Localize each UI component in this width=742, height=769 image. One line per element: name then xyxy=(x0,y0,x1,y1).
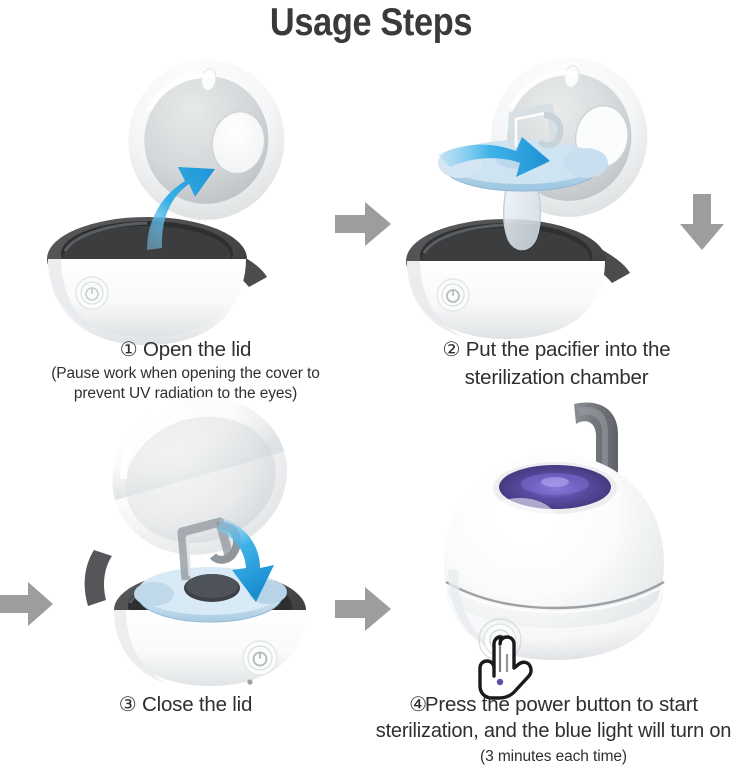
step-3-number: ③ xyxy=(118,694,137,716)
step-4-illustration xyxy=(408,392,708,700)
step-2-title-part-2: sterilization chamber xyxy=(464,366,649,390)
step-4-number: ④ xyxy=(409,694,427,716)
step-1-title-line: ① Open the lid xyxy=(0,337,371,362)
action-arrow-close-lid xyxy=(216,518,274,602)
step-3-title-line: ③ Close the lid xyxy=(0,692,371,717)
step-2-caption: ② Put the pacifier into the sterilizatio… xyxy=(371,337,742,390)
sterilizer-lid-open-figure xyxy=(47,60,285,345)
step-4-note-line-1: (3 minutes each time) xyxy=(480,747,627,765)
action-arrow-open-lid xyxy=(147,167,215,250)
step-1-title: Open the lid xyxy=(143,338,252,361)
step-4-title-part-2: sterilization, and the blue light will t… xyxy=(375,720,732,743)
pacifier-in-chamber xyxy=(134,517,287,623)
step-4-caption: ④Press the power button to start sterili… xyxy=(365,692,742,767)
step-4-title-line-1: ④Press the power button to start xyxy=(365,692,742,717)
sterilizer-uv-on-figure xyxy=(444,402,665,700)
step-2-illustration xyxy=(398,45,698,339)
hand-cursor-icon xyxy=(478,635,533,700)
step-1-number: ① xyxy=(119,339,138,361)
step-2-title-part-1: Put the pacifier into the xyxy=(465,338,671,361)
action-arrow-insert-pacifier xyxy=(438,137,550,177)
power-button-step-3 xyxy=(242,640,278,676)
power-button-step-1 xyxy=(75,276,109,310)
step-2-number: ② xyxy=(442,339,461,361)
sterilizer-lid-closing-figure xyxy=(84,397,306,686)
power-button-step-2 xyxy=(436,278,470,312)
sterilizer-pacifier-insert-figure xyxy=(406,57,648,339)
indicator-led-step-3 xyxy=(247,679,253,685)
step-2-title-line-1: ② Put the pacifier into the xyxy=(371,337,742,362)
step-1-caption: ① Open the lid (Pause work when opening … xyxy=(0,337,371,404)
page-title: Usage Steps xyxy=(269,1,473,44)
step-1-illustration xyxy=(35,45,335,345)
step-3-title: Close the lid xyxy=(142,693,253,716)
step-1-note-line-2: prevent UV radiation to the eyes) xyxy=(73,385,298,403)
step-1-note-line-1: (Pause work when opening the cover to xyxy=(51,365,320,383)
flow-arrow-step2-to-step3 xyxy=(676,192,728,259)
flow-arrow-step3-to-step4 xyxy=(333,583,395,640)
flow-arrow-step1-to-step2 xyxy=(333,198,395,255)
step-3-illustration xyxy=(60,397,350,686)
step-4-title-part-1: Press the power button to start xyxy=(424,693,698,716)
step-3-caption: ③ Close the lid xyxy=(0,692,371,717)
flow-arrow-to-step3 xyxy=(0,578,56,635)
